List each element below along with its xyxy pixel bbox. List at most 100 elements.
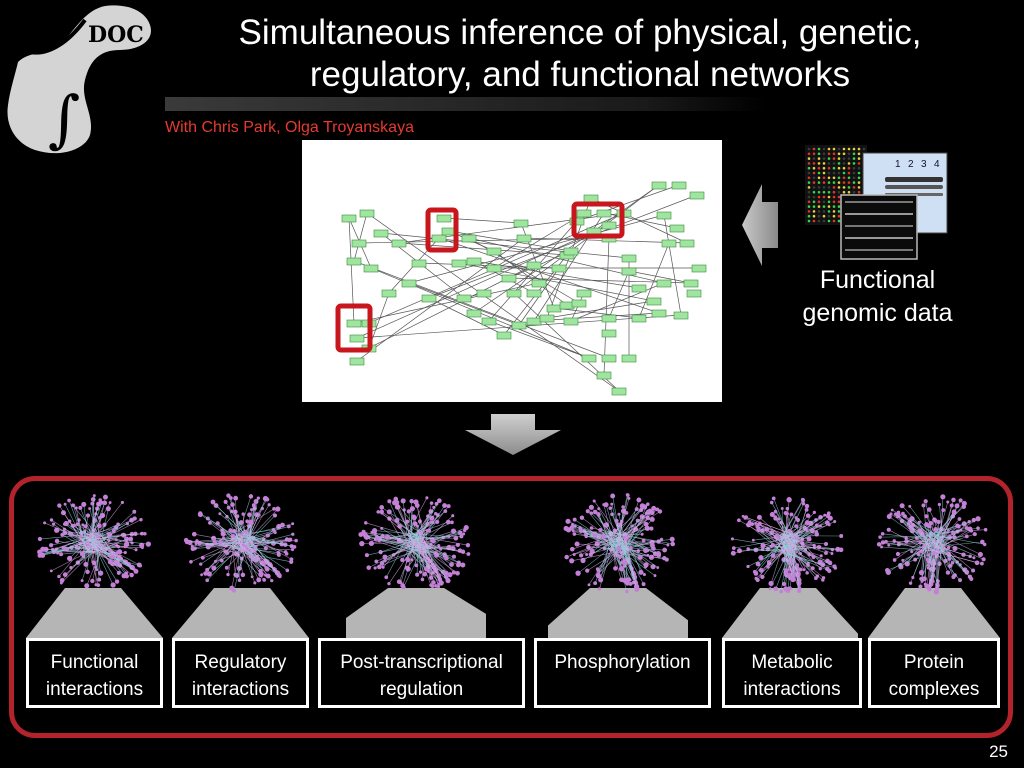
doc-logo-icon: ∫ DOC — [7, 5, 151, 155]
pathway-node — [451, 259, 467, 268]
credits-text: With Chris Park, Olga Troyanskaya — [165, 119, 414, 136]
pathway-node — [656, 279, 672, 288]
pathway-node — [363, 264, 379, 273]
pathway-node — [349, 357, 365, 366]
pathway-node — [576, 209, 592, 218]
projection-cone — [172, 588, 309, 638]
left-arrow-icon — [742, 184, 778, 266]
network-label-box: Functional interactions — [26, 638, 163, 708]
network-label: Protein complexes — [888, 652, 980, 700]
pathway-node — [683, 279, 699, 288]
pathway-node — [516, 234, 532, 243]
pathway-node — [381, 289, 397, 298]
pathway-node — [531, 279, 547, 288]
pathway-node — [689, 191, 705, 200]
pathway-node — [686, 289, 702, 298]
network-label-box: Protein complexes — [868, 638, 1000, 708]
slide-title: Simultaneous inference of physical, gene… — [238, 13, 922, 94]
networks-frame — [9, 476, 1013, 738]
pathway-node — [461, 234, 477, 243]
genomic-data-images: 1 2 3 4 — [805, 145, 948, 260]
pathway-node — [466, 257, 482, 266]
pathway-node — [346, 319, 362, 328]
pathway-node — [611, 387, 627, 396]
pathway-node — [661, 239, 677, 248]
pathway-node — [436, 214, 452, 223]
gel-lane-2: 2 — [908, 159, 914, 170]
pathway-node — [621, 354, 637, 363]
network-label-box: Phosphorylation — [534, 638, 711, 708]
pathway-node — [581, 354, 597, 363]
pathway-node — [583, 194, 599, 203]
pathway-node — [411, 259, 427, 268]
pathway-node — [456, 294, 472, 303]
network-label: Post-transcriptional regulation — [340, 652, 503, 700]
pathway-node — [496, 331, 512, 340]
network-label: Phosphorylation — [554, 652, 691, 673]
page-number: 25 — [989, 742, 1008, 761]
network-label: Regulatory interactions — [191, 652, 290, 700]
network-label-box: Metabolic interactions — [722, 638, 862, 708]
network-hairball-5 — [722, 496, 858, 638]
network-hairball-2 — [172, 493, 309, 638]
pathway-node — [539, 314, 555, 323]
pathway-node — [421, 294, 437, 303]
pathway-node — [526, 261, 542, 270]
pathway-node — [673, 311, 689, 320]
pathway-node — [569, 217, 585, 226]
projection-cone — [26, 588, 163, 638]
pathway-node — [351, 239, 367, 248]
pathway-node — [596, 209, 612, 218]
pathway-node — [669, 224, 685, 233]
pathway-node — [346, 257, 362, 266]
pathway-node — [601, 329, 617, 338]
pathway-node — [511, 321, 527, 330]
pathway-node — [631, 284, 647, 293]
pathway-node — [621, 254, 637, 263]
pathway-node — [501, 274, 517, 283]
pathway-node — [576, 289, 592, 298]
pathway-node — [596, 371, 612, 380]
logo: ∫ DOC — [0, 0, 160, 160]
pathway-highlight-box — [425, 207, 459, 253]
pathway-node — [401, 279, 417, 288]
pathway-node — [601, 354, 617, 363]
pathway-node — [621, 267, 637, 276]
pathway-highlight-box — [571, 201, 625, 239]
pathway-node — [571, 299, 587, 308]
pathway-node — [651, 181, 667, 190]
network-label: Functional interactions — [45, 652, 144, 700]
pathway-node — [601, 314, 617, 323]
network-hairball-1 — [26, 494, 163, 638]
genomic-data-label: Functional genomic data — [802, 266, 953, 327]
pathway-node — [546, 304, 562, 313]
network-hairball-4 — [548, 493, 688, 638]
logo-monogram: DOC — [88, 22, 144, 48]
pathway-node — [486, 264, 502, 273]
projection-cone — [548, 588, 688, 638]
pathway-node — [656, 211, 672, 220]
pathway-node — [526, 317, 542, 326]
pathway-node — [466, 309, 482, 318]
down-arrow-icon — [465, 414, 561, 455]
pathway-node — [513, 219, 529, 228]
pathway-diagram — [302, 140, 722, 402]
pathway-node — [349, 334, 365, 343]
pathway-node — [563, 317, 579, 326]
pathway-node — [373, 229, 389, 238]
pathway-node — [646, 297, 662, 306]
pathway-node — [631, 314, 647, 323]
pathway-node — [679, 239, 695, 248]
pathway-node — [526, 289, 542, 298]
pathway-node — [671, 181, 687, 190]
projection-cone — [346, 588, 486, 638]
pathway-node — [391, 239, 407, 248]
gel-lane-3: 3 — [921, 159, 927, 170]
pathway-node — [551, 264, 567, 273]
network-hairball-3 — [346, 496, 486, 638]
pathway-node — [359, 209, 375, 218]
network-label: Metabolic interactions — [743, 652, 841, 700]
network-label-box: Regulatory interactions — [172, 638, 309, 708]
pathway-node — [476, 289, 492, 298]
pathway-diagram-svg — [335, 181, 707, 396]
